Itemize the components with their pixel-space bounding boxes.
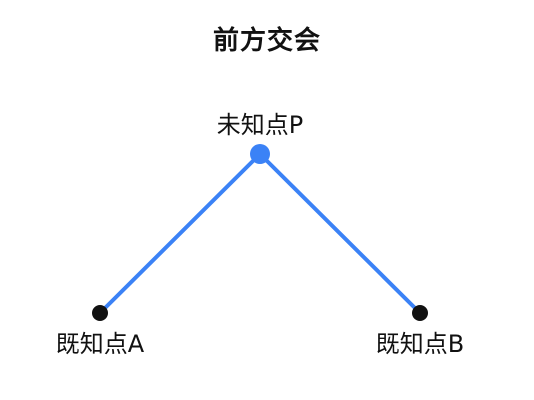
sight-line-b-to-p — [258, 152, 422, 315]
unknown-point-p-marker — [250, 144, 270, 164]
known-point-b-marker — [412, 305, 428, 321]
unknown-point-p-label: 未知点P — [216, 111, 304, 139]
sight-line-a-to-p — [98, 152, 262, 315]
known-point-a-marker — [92, 305, 108, 321]
known-point-b-label: 既知点B — [375, 330, 465, 358]
known-point-a-label: 既知点A — [55, 330, 145, 358]
diagram-title: 前方交会 — [212, 26, 321, 56]
